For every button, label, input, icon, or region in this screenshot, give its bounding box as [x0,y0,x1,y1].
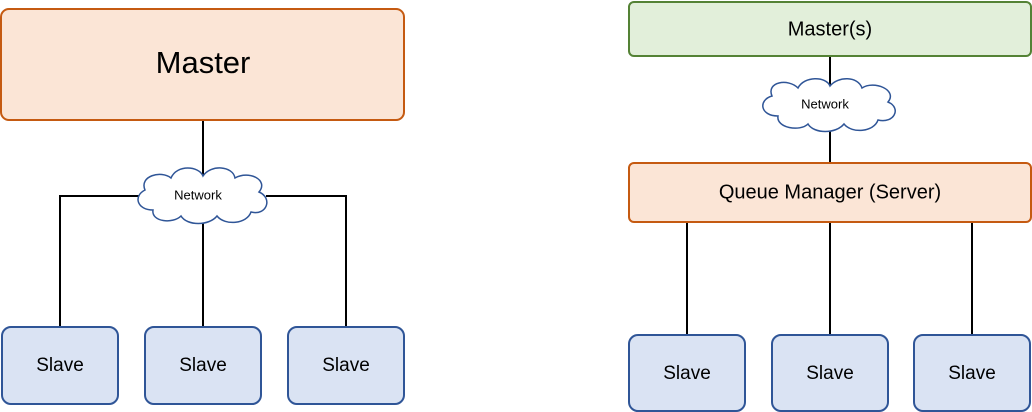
slave-node-2: Slave [771,334,889,412]
queue-manager-box [628,162,1032,223]
right-diagram: Master(s) Network Queue Manager (Server)… [628,1,1032,412]
network-to-slave-1-line [59,195,140,327]
slave-node-1: Slave [628,334,746,412]
left-diagram: Master Network Slave Slave Slave [0,8,405,405]
right-connectors [686,56,973,335]
master-label: Master [156,45,251,80]
slave-box [628,334,746,412]
slave-node-3: Slave [287,326,405,405]
master-box [0,8,405,121]
queue-manager-node: Queue Manager (Server) [628,162,1032,223]
network-to-slave-3-line [266,195,347,327]
slave-box [144,326,262,405]
network-label: Network [801,96,849,111]
slave-node-1: Slave [1,326,119,405]
slave-node-3: Slave [913,334,1031,412]
queue-manager-label: Queue Manager (Server) [719,181,941,203]
network-cloud: Network [762,78,896,133]
masters-label: Master(s) [788,18,872,40]
masters-node: Master(s) [628,1,1032,57]
slave-box [913,334,1031,412]
slave-box [1,326,119,405]
network-label: Network [174,187,222,202]
network-cloud: Network [137,167,268,225]
slave-label: Slave [179,355,227,376]
slave-box [771,334,889,412]
left-connectors [59,120,347,327]
slave-box [287,326,405,405]
cloud-icon [762,78,896,133]
slave-node-2: Slave [144,326,262,405]
masters-box [628,1,1032,57]
slave-label: Slave [322,355,370,376]
master-node: Master [0,8,405,121]
cloud-icon [137,167,268,225]
slave-label: Slave [663,363,711,384]
slave-label: Slave [948,363,996,384]
slave-label: Slave [36,355,84,376]
slave-label: Slave [806,363,854,384]
